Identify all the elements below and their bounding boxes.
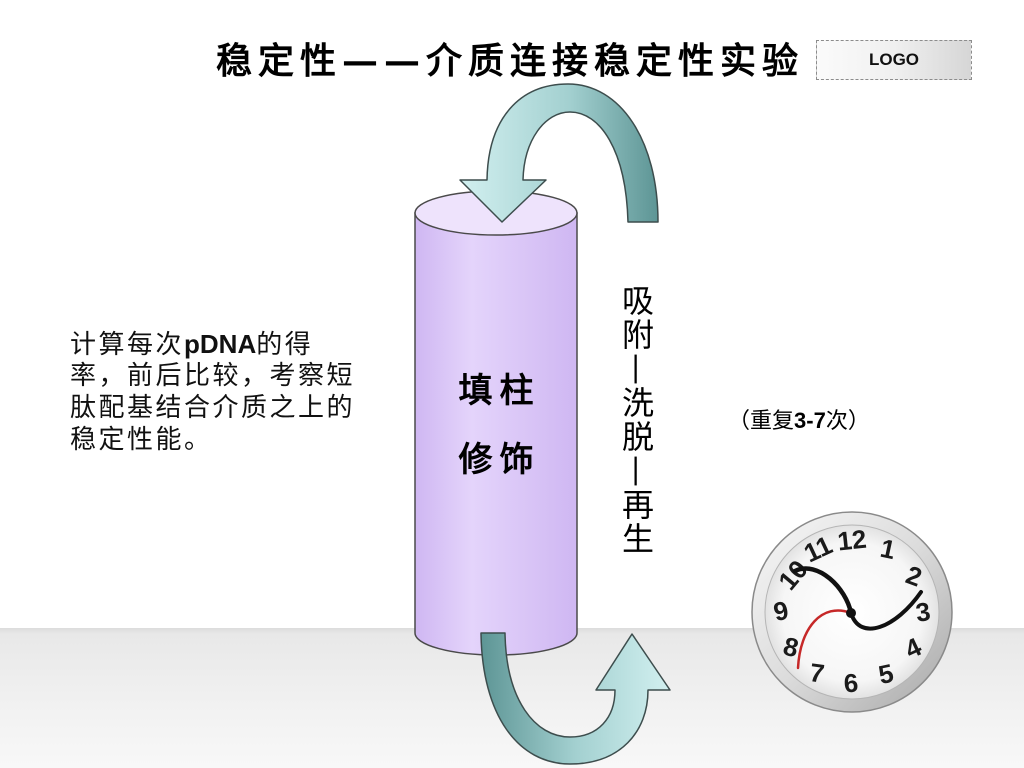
clock-numeral: 6 bbox=[843, 668, 860, 699]
clock-numeral: 8 bbox=[780, 631, 801, 664]
note-text: 的得 bbox=[256, 330, 314, 360]
repeat-open: （重复 bbox=[728, 409, 795, 434]
clock-image: 12 1 2 3 4 5 6 7 8 9 10 11 bbox=[751, 511, 953, 713]
cycle-step-char: 吸 bbox=[621, 282, 654, 320]
cycle-step-char: — bbox=[619, 455, 657, 487]
note-line: 计算每次pDNA的得 bbox=[70, 328, 355, 360]
note-line: 稳定性能。 bbox=[70, 424, 355, 456]
column-label-line1: 填柱 bbox=[458, 371, 541, 411]
logo-text: LOGO bbox=[868, 50, 920, 69]
clock-center-pin bbox=[846, 608, 856, 618]
clock-numeral: 3 bbox=[914, 596, 933, 628]
cycle-step-char: 脱 bbox=[621, 418, 654, 456]
clock-numeral: 1 bbox=[878, 533, 898, 565]
cycle-step-char: 附 bbox=[621, 316, 654, 354]
clock-numeral: 5 bbox=[876, 658, 896, 690]
repeat-close: 次） bbox=[825, 409, 870, 434]
note-paragraph: 计算每次pDNA的得 率，前后比较，考察短 肽配基结合介质之上的 稳定性能。 bbox=[70, 328, 355, 456]
repeat-count-label: （重复3-7次） bbox=[728, 408, 870, 435]
chromatography-column bbox=[414, 190, 578, 656]
cycle-arrow-top bbox=[459, 83, 659, 223]
note-text: 率，前后比较，考察短 bbox=[70, 361, 356, 391]
cycle-step-char: 洗 bbox=[621, 384, 654, 422]
clock-minute-hand bbox=[849, 590, 923, 631]
clock-numeral: 7 bbox=[808, 657, 827, 689]
logo-placeholder: LOGO bbox=[816, 40, 972, 80]
clock-second-hand bbox=[796, 609, 853, 670]
column-body bbox=[414, 212, 578, 656]
note-line: 率，前后比较，考察短 bbox=[70, 360, 355, 392]
clock-numeral: 12 bbox=[836, 524, 868, 557]
note-text: 计算每次 bbox=[70, 330, 185, 360]
note-text: 稳定性能。 bbox=[70, 425, 213, 455]
column-label-line2: 修饰 bbox=[458, 440, 541, 480]
note-line: 肽配基结合介质之上的 bbox=[70, 392, 355, 424]
cycle-step-char: 生 bbox=[621, 520, 654, 558]
note-text: 肽配基结合介质之上的 bbox=[70, 393, 356, 423]
cycle-step-char: 再 bbox=[621, 486, 654, 524]
clock-numeral: 9 bbox=[771, 595, 791, 627]
clock-hour-hand bbox=[792, 566, 854, 616]
slide-title: 稳定性——介质连接稳定性实验 bbox=[216, 40, 805, 82]
cycle-arrow-bottom bbox=[480, 632, 671, 765]
note-text-pdna: pDNA bbox=[184, 329, 257, 359]
repeat-count: 3-7 bbox=[794, 408, 826, 433]
cycle-step-char: — bbox=[619, 353, 657, 385]
cycle-steps-label: 吸附—洗脱—再生 bbox=[619, 282, 657, 558]
